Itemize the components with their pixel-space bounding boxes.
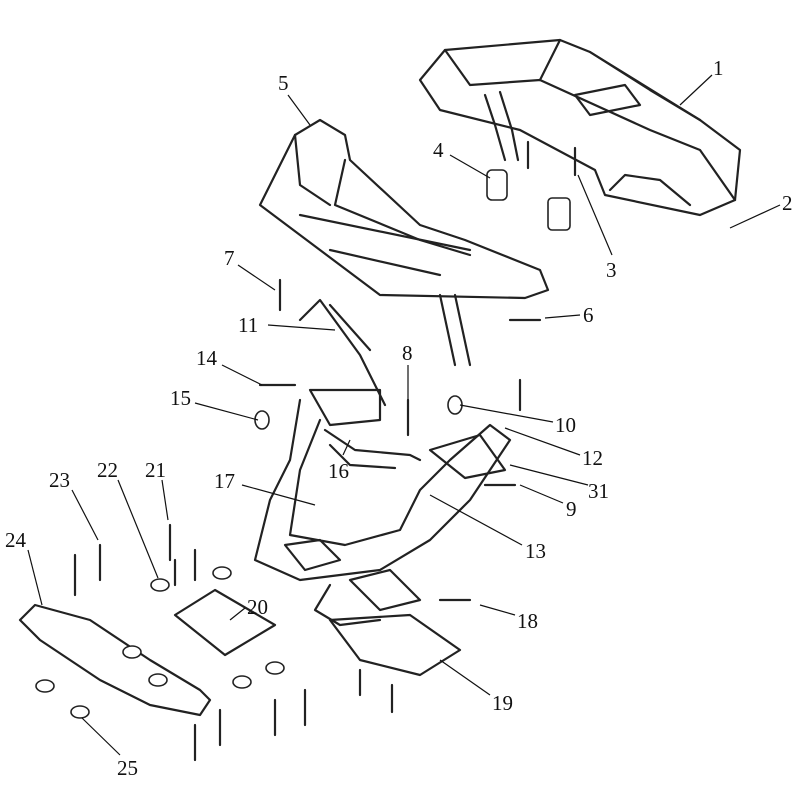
callout-9: 9 — [566, 497, 577, 521]
callout-10: 10 — [555, 413, 576, 437]
spacer-part-4 — [486, 169, 508, 201]
callout-24: 24 — [5, 528, 27, 552]
main-frame-part-13 — [253, 298, 512, 627]
callout-14: 14 — [196, 346, 218, 370]
callout-18: 18 — [517, 609, 538, 633]
callout-7: 7 — [224, 246, 235, 270]
front-rack-part-5 — [258, 118, 550, 367]
callout-2: 2 — [782, 191, 793, 215]
callout-1: 1 — [713, 56, 724, 80]
callout-labels: 1 2 3 4 5 6 7 8 9 10 11 12 13 14 15 16 1… — [5, 56, 793, 780]
callout-4: 4 — [433, 138, 444, 162]
rear-rack-part-1 — [418, 38, 742, 217]
callout-8: 8 — [402, 341, 413, 365]
callout-13: 13 — [525, 539, 546, 563]
callout-3: 3 — [606, 258, 617, 282]
callout-21: 21 — [145, 458, 166, 482]
spacer-part-3 — [547, 197, 571, 231]
bolts — [526, 140, 577, 177]
callout-17: 17 — [214, 469, 235, 493]
callout-15: 15 — [170, 386, 191, 410]
fasteners — [35, 278, 542, 762]
callout-19: 19 — [492, 691, 513, 715]
footrest-part-24 — [18, 603, 212, 717]
callout-20: 20 — [247, 595, 268, 619]
callout-11: 11 — [238, 313, 258, 337]
callout-5: 5 — [278, 71, 289, 95]
skid-plate-part-19 — [328, 613, 462, 677]
callout-22: 22 — [97, 458, 118, 482]
callout-12: 12 — [582, 446, 603, 470]
callout-6: 6 — [583, 303, 594, 327]
callout-31: 31 — [588, 479, 609, 503]
callout-25: 25 — [117, 756, 138, 780]
leader-lines — [27, 74, 781, 756]
plate-part-20 — [173, 588, 277, 657]
callout-16: 16 — [328, 459, 349, 483]
callout-23: 23 — [49, 468, 70, 492]
